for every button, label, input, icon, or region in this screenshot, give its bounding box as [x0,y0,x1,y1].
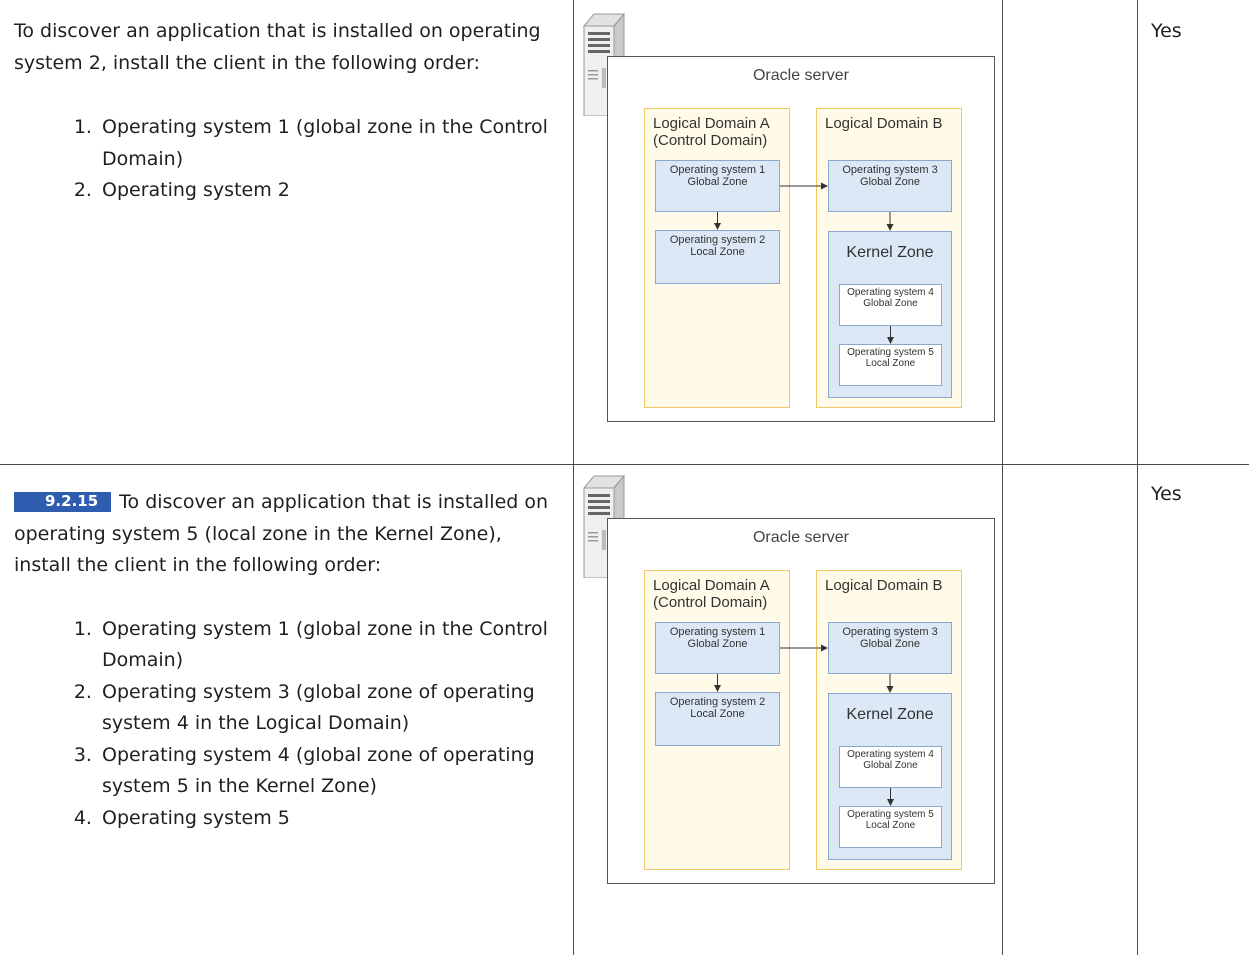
row-2-step-1: Operating system 1 (global zone in the C… [98,614,559,677]
row-1-step-1: Operating system 1 (global zone in the C… [98,112,559,175]
diagram-arrows [714,182,894,344]
column-divider-2 [1002,0,1003,955]
row-1-diagram: Oracle server Logical Domain A (Control … [582,12,998,432]
logical-domain-b-title: Logical Domain B [825,115,943,132]
diagram-arrows [714,644,894,806]
row-2-step-2: Operating system 3 (global zone of opera… [98,677,559,740]
row-1-description: To discover an application that is insta… [14,16,559,207]
row-2-answer: Yes [1151,483,1182,505]
os3-global-zone: Operating system 3 Global Zone [828,622,952,674]
oracle-server-title: Oracle server [752,67,850,84]
os5-local-zone: Operating system 5 Local Zone [839,806,942,848]
row-2-intro-text: To discover an application that is insta… [14,491,549,576]
row-2-diagram: Oracle server Logical Domain A (Control … [582,474,998,894]
row-2-step-3: Operating system 4 (global zone of opera… [98,740,559,803]
row-1-steps: Operating system 1 (global zone in the C… [14,112,559,207]
column-divider-3 [1137,0,1138,955]
kernel-zone-title: Kernel Zone [846,244,934,261]
os1-global-zone: Operating system 1 Global Zone [655,622,780,674]
os2-local-zone: Operating system 2 Local Zone [655,692,780,746]
row-2-steps: Operating system 1 (global zone in the C… [14,614,559,835]
os4-global-zone: Operating system 4 Global Zone [839,746,942,788]
row-1-step-2: Operating system 2 [98,175,559,207]
os1-global-zone: Operating system 1 Global Zone [655,160,780,212]
column-divider-1 [573,0,574,955]
row-1-answer: Yes [1151,20,1182,42]
version-badge: 9.2.15 [14,492,112,512]
oracle-server-title: Oracle server [752,529,850,546]
os3-global-zone: Operating system 3 Global Zone [828,160,952,212]
logical-domain-b-title: Logical Domain B [825,577,943,594]
logical-domain-a-title: Logical Domain A (Control Domain) [653,115,770,149]
os5-local-zone: Operating system 5 Local Zone [839,344,942,386]
row-divider [0,464,1249,465]
row-1-intro: To discover an application that is insta… [14,20,541,74]
logical-domain-a-title: Logical Domain A (Control Domain) [653,577,770,611]
row-2-step-4: Operating system 5 [98,803,559,835]
os4-global-zone: Operating system 4 Global Zone [839,284,942,326]
os2-local-zone: Operating system 2 Local Zone [655,230,780,284]
kernel-zone-title: Kernel Zone [846,706,934,723]
